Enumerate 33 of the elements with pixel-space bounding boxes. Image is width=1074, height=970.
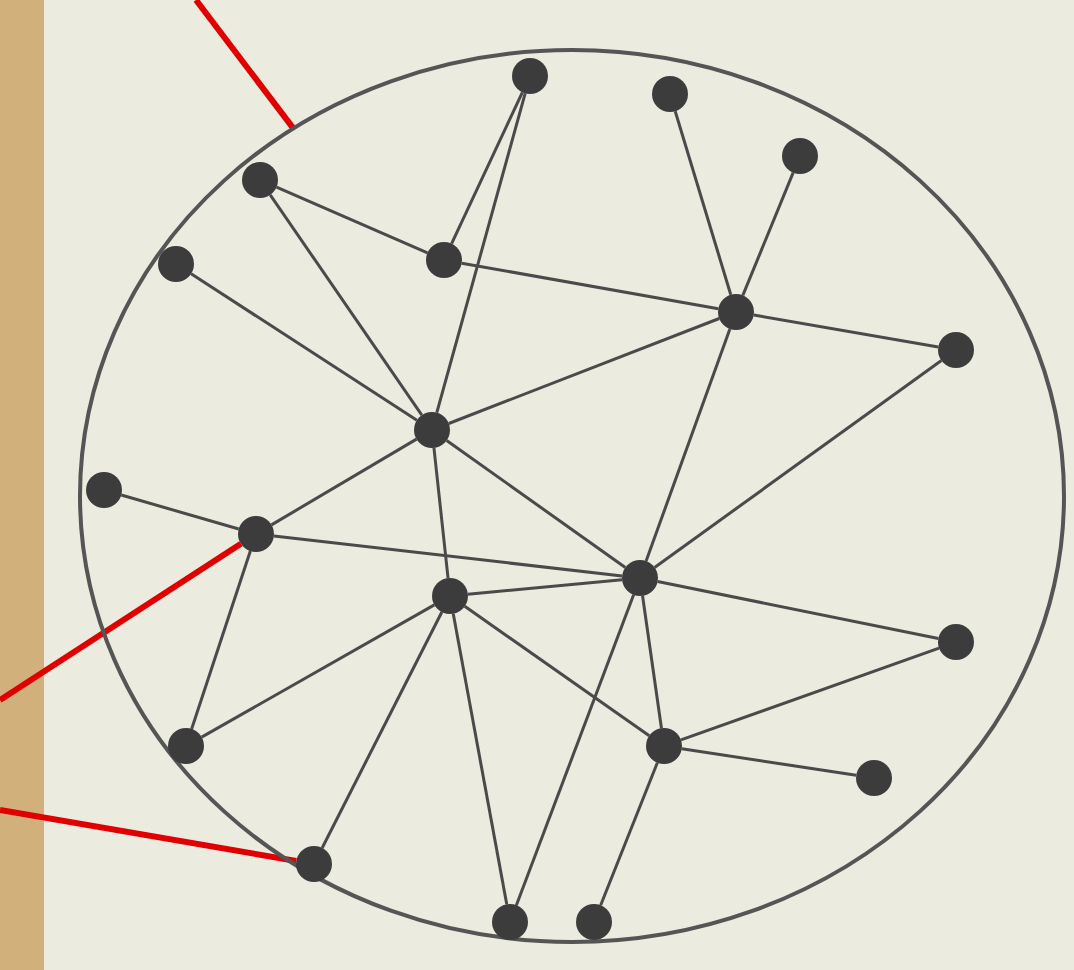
connector-line	[463, 605, 651, 737]
connector-line	[445, 439, 627, 569]
connector-line	[270, 437, 418, 527]
connector-line	[200, 603, 436, 739]
connector-line	[644, 328, 732, 562]
connector-line	[273, 534, 623, 578]
connector-line	[451, 613, 509, 905]
connector-line	[120, 493, 240, 531]
leader-line	[193, 0, 296, 131]
connector-line	[190, 272, 418, 422]
connector-line	[461, 261, 719, 311]
connector-line	[268, 193, 424, 417]
connector-line	[467, 578, 623, 596]
connector-line	[741, 172, 795, 296]
connector-line	[435, 92, 527, 414]
connector-line	[753, 313, 939, 349]
connector-line	[448, 317, 720, 425]
connector-line	[680, 646, 940, 742]
connector-line	[673, 110, 733, 296]
connector-line	[681, 747, 857, 777]
connector-line	[599, 762, 659, 906]
leader-line	[0, 807, 297, 864]
connector-line	[432, 447, 450, 579]
connector-line	[190, 550, 252, 730]
connector-line	[320, 611, 444, 849]
connector-line	[514, 594, 636, 906]
connector-line	[450, 91, 524, 245]
ellipse-outline	[78, 48, 1066, 944]
connector-line	[641, 595, 663, 729]
connector-line	[653, 359, 943, 569]
connector-line	[657, 580, 939, 640]
connector-line	[275, 185, 429, 255]
leader-line	[0, 541, 243, 703]
